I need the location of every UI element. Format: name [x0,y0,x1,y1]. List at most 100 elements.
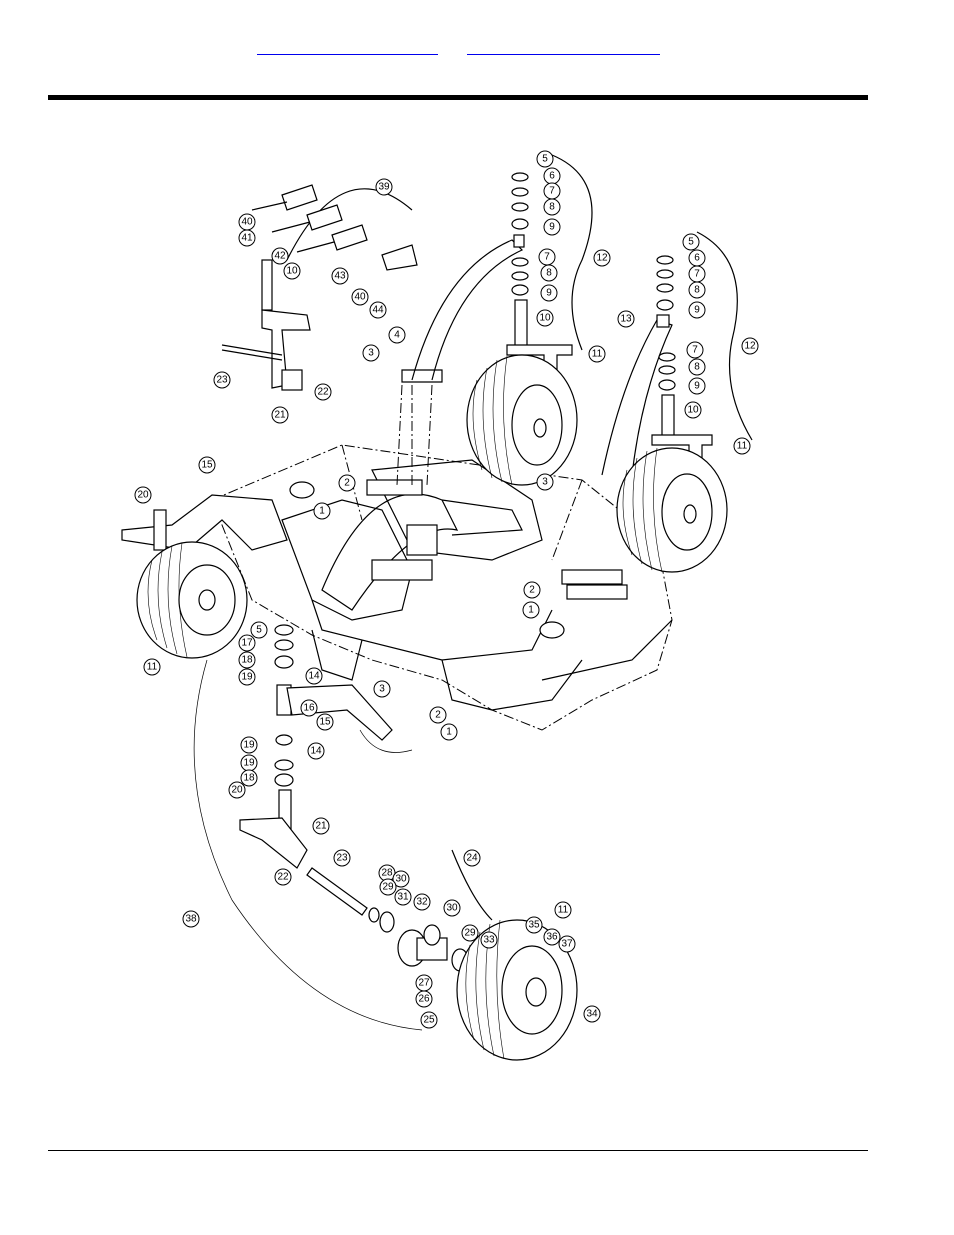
callout-label: 1 [528,605,534,616]
callout-10-c: 10 [283,262,301,280]
callout-3-a: 3 [362,344,380,362]
callout-2-a: 2 [338,474,356,492]
callout-5-b: 5 [682,233,700,251]
callout-label: 12 [596,253,608,264]
callout-label: 11 [592,349,603,360]
header-links [0,40,954,60]
callout-34: 34 [583,1005,601,1023]
callout-label: 11 [147,662,158,673]
callout-label: 40 [354,292,366,303]
callout-2-c: 2 [429,706,447,724]
callout-label: 5 [688,237,694,248]
callout-21-a: 21 [271,406,289,424]
washer-stack-upper [511,154,753,441]
callout-1-a: 1 [313,502,331,520]
callout-label: 5 [542,154,548,165]
callout-11-b: 11 [733,437,751,455]
callout-label: 41 [241,233,253,244]
callout-5-c: 5 [250,621,268,639]
callout-30-a: 30 [392,870,410,888]
callout-7-c: 7 [688,265,706,283]
callout-label: 9 [549,222,555,233]
callout-9-b: 9 [540,284,558,302]
callout-11-d: 11 [554,901,572,919]
callout-label: 27 [418,978,430,989]
callout-38: 38 [182,910,200,928]
callout-20-a: 20 [134,486,152,504]
callout-14-a: 14 [305,667,323,685]
lower-wheel-hub [368,849,578,1061]
callout-label: 7 [549,186,555,197]
callout-17: 17 [238,634,256,652]
callout-label: 14 [308,671,320,682]
header-rule [48,95,868,100]
callout-label: 8 [546,268,552,279]
callout-23-a: 23 [213,371,231,389]
parts-diagram-svg: 5 6 7 8 9 7 8 9 12 10 11 5 6 7 8 9 13 12… [121,150,759,1061]
header-link-2[interactable] [467,40,660,55]
callout-14-b: 14 [307,742,325,760]
upper-right-wheel [601,314,728,573]
callout-25: 25 [420,1011,438,1029]
center-mast [396,234,525,486]
callout-label: 2 [435,710,441,721]
callout-32: 32 [413,893,431,911]
callout-26: 26 [415,990,433,1008]
callout-label: 11 [737,441,748,452]
leader-lines [193,659,423,1031]
callout-10-b: 10 [684,401,702,419]
callout-label: 37 [561,939,573,950]
callout-label: 2 [529,585,535,596]
callout-15-a: 15 [198,456,216,474]
callout-30-b: 30 [443,899,461,917]
callout-label: 21 [274,410,286,421]
callout-22-b: 22 [274,868,292,886]
callout-label: 5 [256,625,262,636]
callout-18-b: 18 [240,769,258,787]
callout-label: 22 [277,872,289,883]
callout-label: 24 [466,853,478,864]
callout-label: 23 [216,375,228,386]
callout-label: 44 [372,305,384,316]
callout-label: 15 [201,460,213,471]
callout-20-b: 20 [228,781,246,799]
callout-10-a: 10 [536,309,554,327]
callout-44: 44 [369,301,387,319]
callout-42: 42 [271,247,289,265]
callout-label: 36 [546,932,558,943]
callout-label: 12 [744,341,756,352]
callout-label: 1 [319,506,325,517]
callout-24: 24 [463,849,481,867]
callout-label: 29 [464,928,476,939]
callout-label: 15 [319,717,331,728]
callout-21-b: 21 [312,817,330,835]
callout-label: 34 [586,1009,598,1020]
callout-label: 7 [694,269,700,280]
callout-3-c: 3 [373,680,391,698]
callout-label: 39 [378,182,390,193]
callout-label: 13 [620,314,632,325]
upper-middle-wheel [466,299,578,486]
callout-15-b: 15 [316,713,334,731]
callout-label: 28 [381,868,393,879]
callout-label: 22 [317,387,329,398]
callout-label: 19 [243,740,255,751]
callout-label: 38 [185,914,197,925]
callout-7-d: 7 [686,341,704,359]
callout-12-b: 12 [741,337,759,355]
callout-39: 39 [375,178,393,196]
callout-4: 4 [388,326,406,344]
callout-label: 35 [528,920,540,931]
callout-1-b: 1 [522,601,540,619]
callout-23-b: 23 [333,849,351,867]
callout-18-a: 18 [238,651,256,669]
callout-9-a: 9 [543,218,561,236]
callout-40-a: 40 [238,213,256,231]
callout-8-b: 8 [540,264,558,282]
callout-label: 9 [546,288,552,299]
header-link-1[interactable] [257,40,438,55]
callout-3-b: 3 [536,473,554,491]
callout-13: 13 [617,310,635,328]
callout-label: 21 [315,821,327,832]
callout-6-b: 6 [688,249,706,267]
